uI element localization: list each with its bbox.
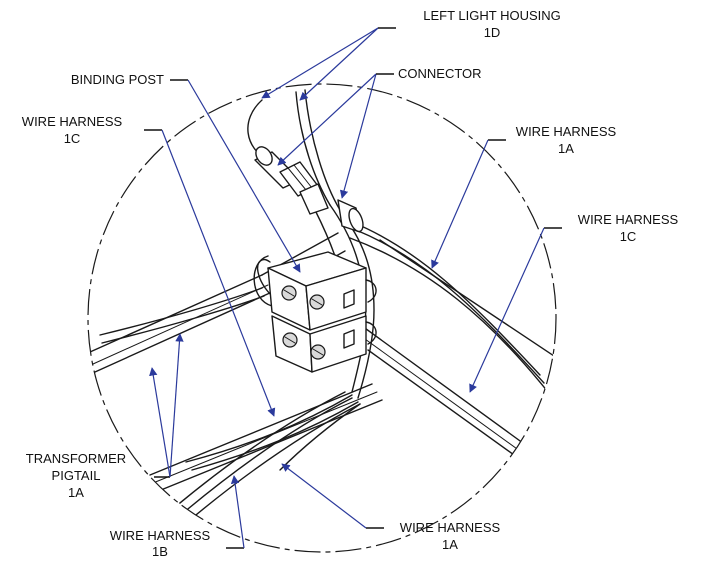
label-wire-harness-1b: WIRE HARNESS 1B [110,528,211,559]
transformer-pigtail-wires [99,287,265,344]
wire-harness-bottom-wires [185,394,361,471]
label-transformer-pigtail-line3: 1A [68,485,84,500]
label-transformer-pigtail: TRANSFORMER PIGTAIL 1A [26,451,126,500]
label-wire-harness-1a-right-line2: 1A [558,141,574,156]
detail-drawing [89,89,556,531]
label-connector-line1: CONNECTOR [398,66,482,81]
label-transformer-pigtail-line1: TRANSFORMER [26,451,126,466]
label-wire-harness-1c-left-line2: 1C [64,131,81,146]
label-wire-harness-1c-right-line2: 1C [620,229,637,244]
connector-plug [254,146,329,215]
label-wire-harness-1b-line1: WIRE HARNESS [110,528,211,543]
label-wire-harness-1a-right-line1: WIRE HARNESS [516,124,617,139]
label-transformer-pigtail-line2: PIGTAIL [52,468,101,483]
wire-sleeve [337,199,364,233]
label-left-light-housing-line1: LEFT LIGHT HOUSING [423,8,561,23]
label-wire-harness-1c-left: WIRE HARNESS 1C [22,114,123,146]
label-left-light-housing: LEFT LIGHT HOUSING 1D [423,8,561,40]
label-wire-harness-1c-left-line1: WIRE HARNESS [22,114,123,129]
label-wire-harness-1c-right: WIRE HARNESS 1C [578,212,679,244]
label-wire-harness-1a-bottom-line2: 1A [442,537,458,552]
leader-lines [144,27,562,549]
label-binding-post: BINDING POST [71,72,164,87]
label-wire-harness-1a-bottom-line1: WIRE HARNESS [400,520,501,535]
label-wire-harness-1a-right: WIRE HARNESS 1A [516,124,617,156]
label-left-light-housing-line2: 1D [484,25,501,40]
wire-harness-1a-right-wires [349,221,549,393]
label-binding-post-line1: BINDING POST [71,72,164,87]
binding-post-block [267,251,377,373]
label-wire-harness-1c-right-line1: WIRE HARNESS [578,212,679,227]
wire-harness-1c-bundle [161,391,361,531]
label-connector: CONNECTOR [398,66,482,81]
label-wire-harness-1b-line2: 1B [152,544,168,559]
label-wire-harness-1a-bottom: WIRE HARNESS 1A [400,520,501,552]
detail-view-circle [87,83,557,553]
